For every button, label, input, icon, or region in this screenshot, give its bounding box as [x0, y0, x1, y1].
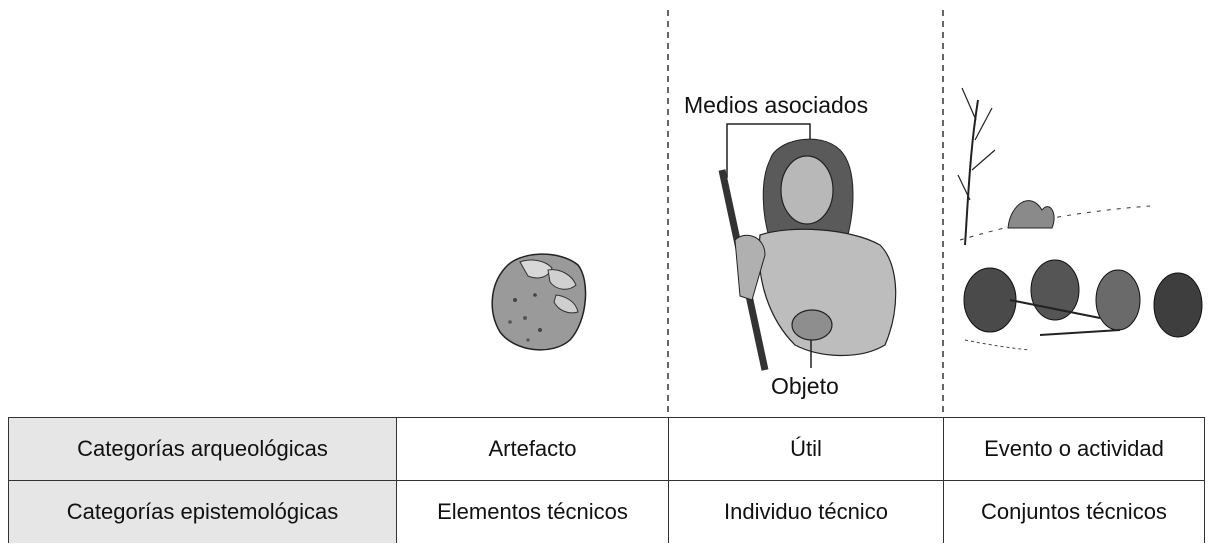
cell-evento: Evento o actividad [943, 417, 1205, 481]
objeto-label: Objeto [771, 373, 839, 399]
hominid-illustration [718, 123, 897, 371]
table-row: Categorías arqueológicas Artefacto Útil … [8, 417, 1205, 481]
cell-conjuntos-tecnicos: Conjuntos técnicos [943, 480, 1205, 543]
cell-individuo-tecnico: Individuo técnico [668, 480, 944, 543]
cell-util: Útil [668, 417, 944, 481]
row-header-arqueologicas: Categorías arqueológicas [8, 417, 397, 481]
table-row: Categorías epistemológicas Elementos téc… [8, 480, 1205, 543]
cell-artefacto: Artefacto [396, 417, 669, 481]
categories-table: Categorías arqueológicas Artefacto Útil … [8, 417, 1205, 543]
cell-elementos-tecnicos: Elementos técnicos [396, 480, 669, 543]
activity-scene-illustration [957, 87, 1203, 351]
row-header-epistemologicas: Categorías epistemológicas [8, 480, 397, 543]
stone-tool-illustration [491, 253, 587, 351]
medios-asociados-label: Medios asociados [684, 92, 869, 118]
